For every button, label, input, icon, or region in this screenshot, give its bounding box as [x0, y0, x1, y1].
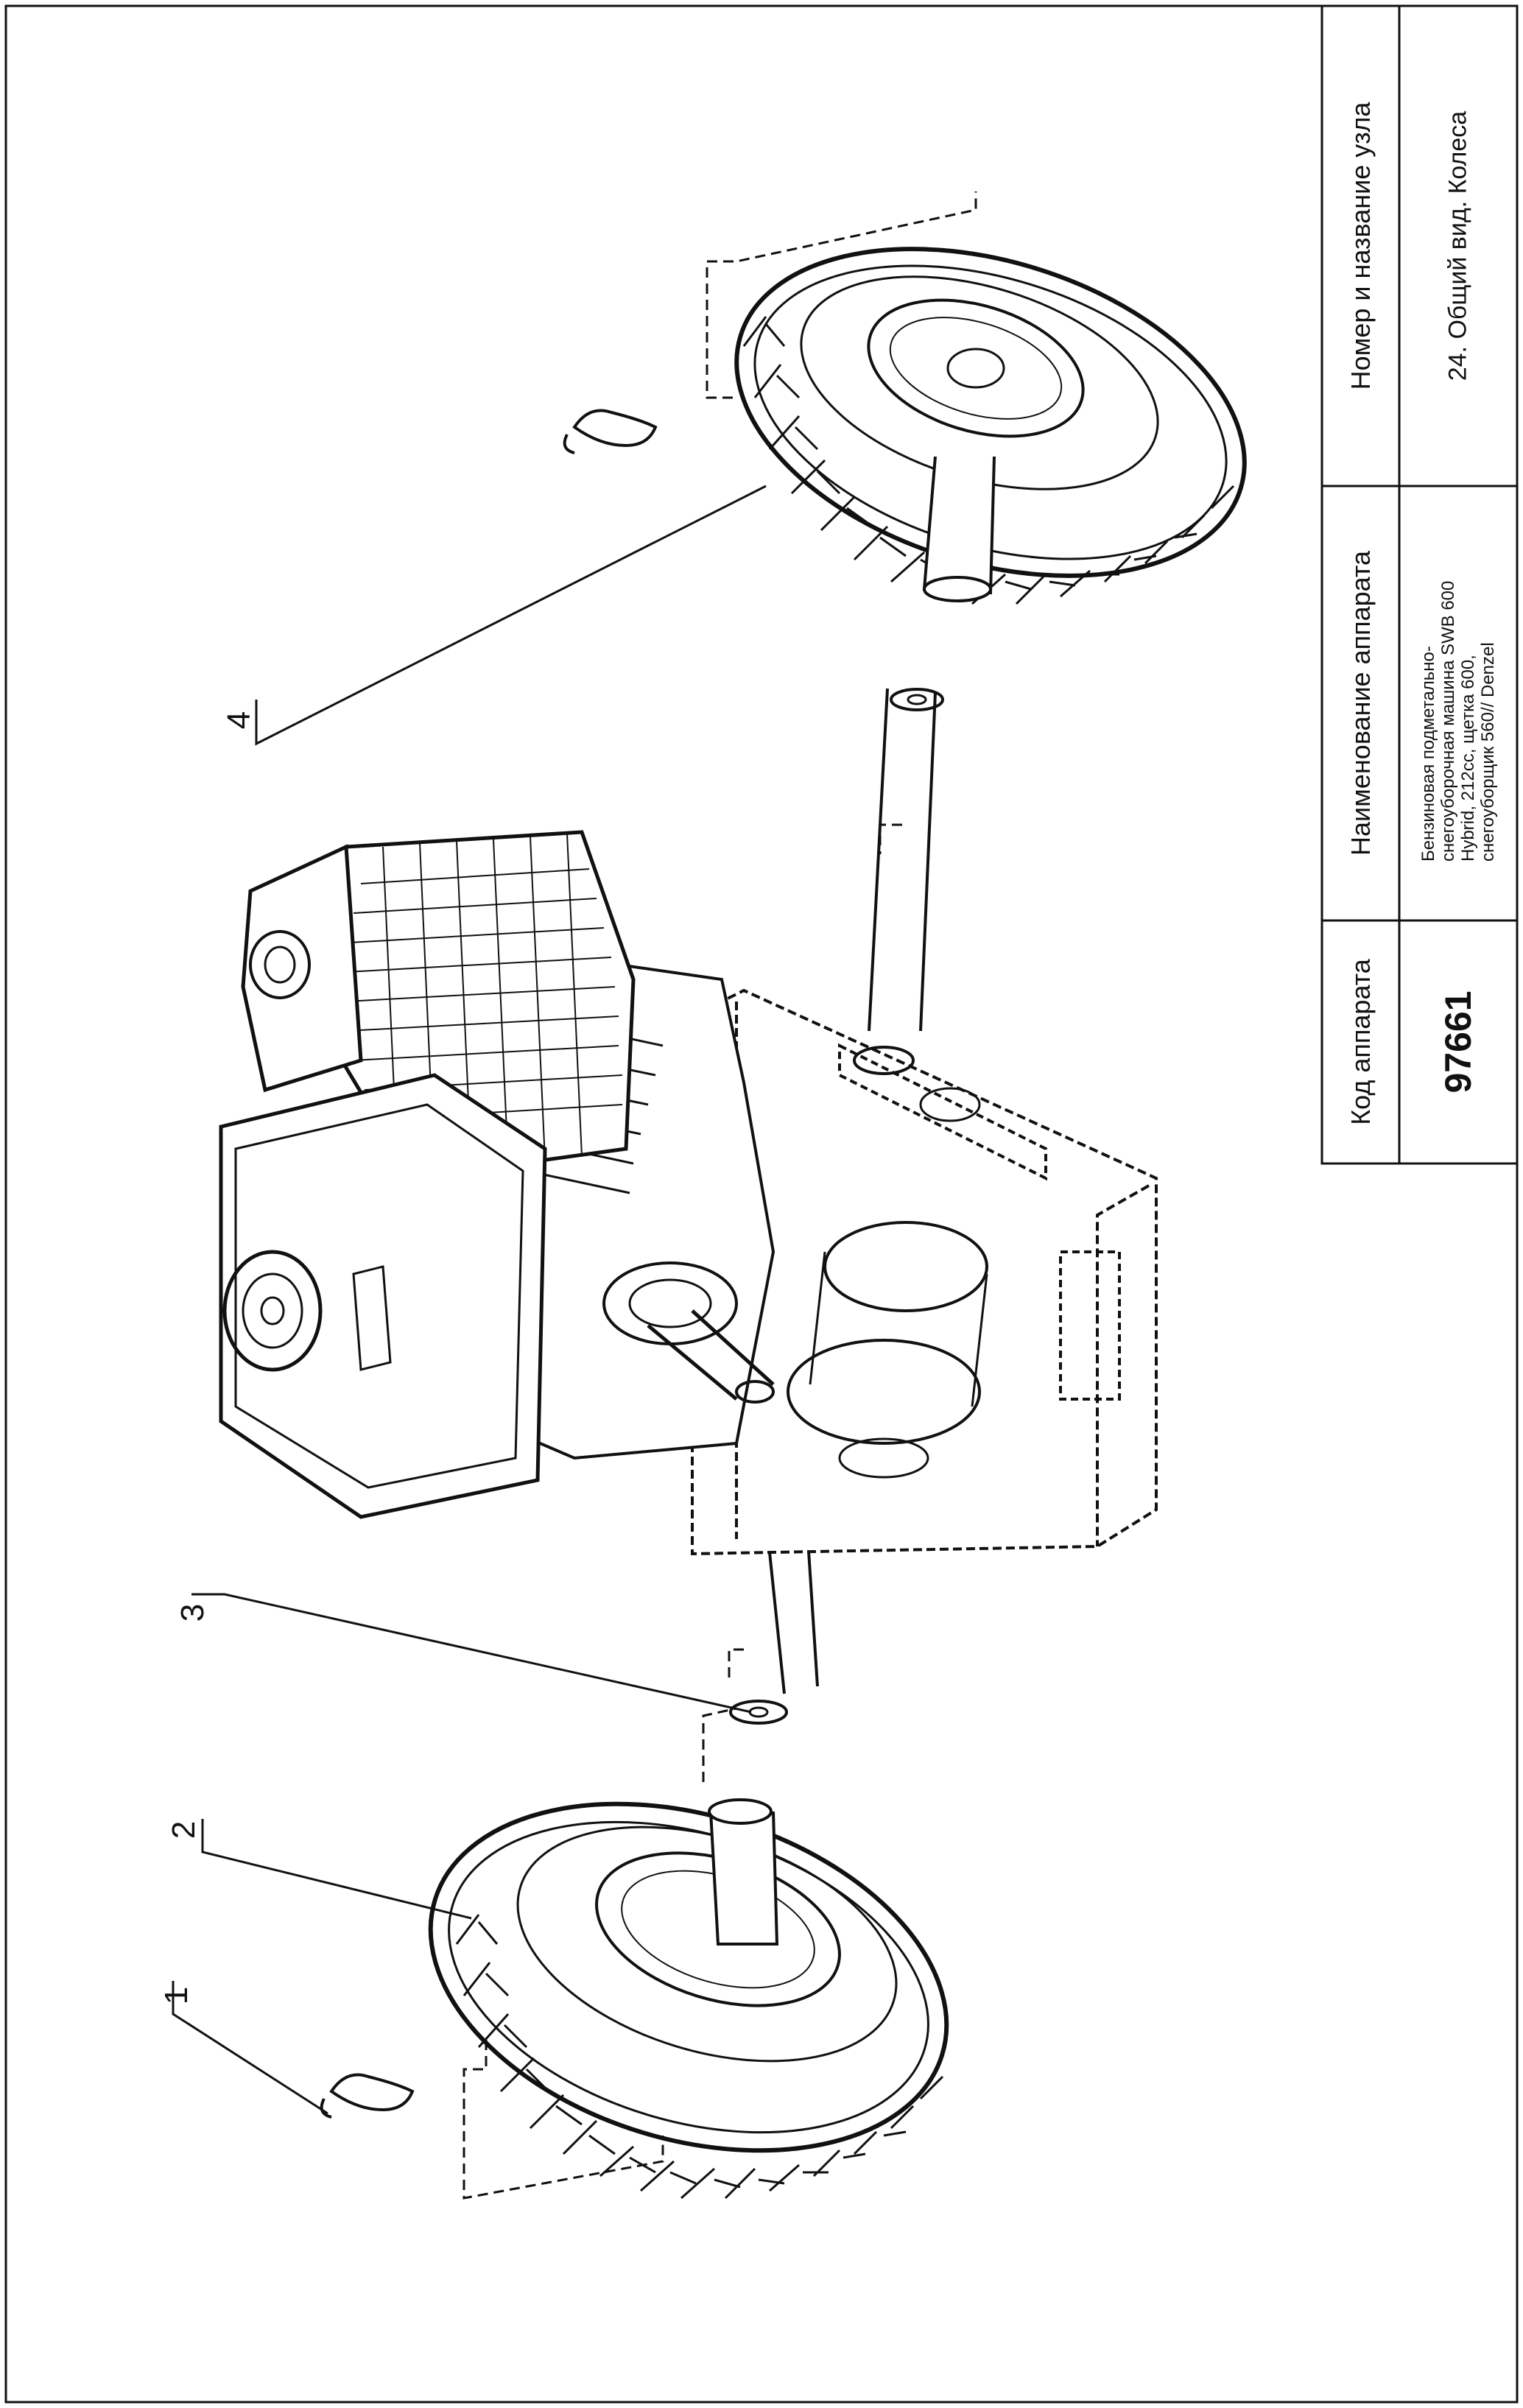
leader-lines: [172, 485, 767, 2115]
callout-2: 2: [166, 1820, 202, 1840]
callout-3: 3: [175, 1603, 211, 1622]
node-value: 24. Общий вид. Колеса: [1443, 110, 1472, 381]
code-header: Код аппарата: [1346, 959, 1376, 1125]
callout-4: 4: [221, 711, 257, 730]
engine-gearbox-assembly: [219, 830, 1158, 1556]
right-wheel-assembly: [563, 191, 1247, 1032]
name-value: Бензиновая подметально-снегоуборочная ма…: [1418, 580, 1498, 862]
name-header: Наименование аппарата: [1346, 551, 1376, 856]
sheet-frame: [4, 4, 1519, 2404]
code-value: 97661: [1438, 990, 1479, 1094]
left-wheel-assembly: [320, 1516, 949, 2200]
node-header: Номер и название узла: [1346, 102, 1376, 390]
title-block: [1320, 4, 1519, 1165]
callout-1: 1: [158, 1986, 194, 2005]
